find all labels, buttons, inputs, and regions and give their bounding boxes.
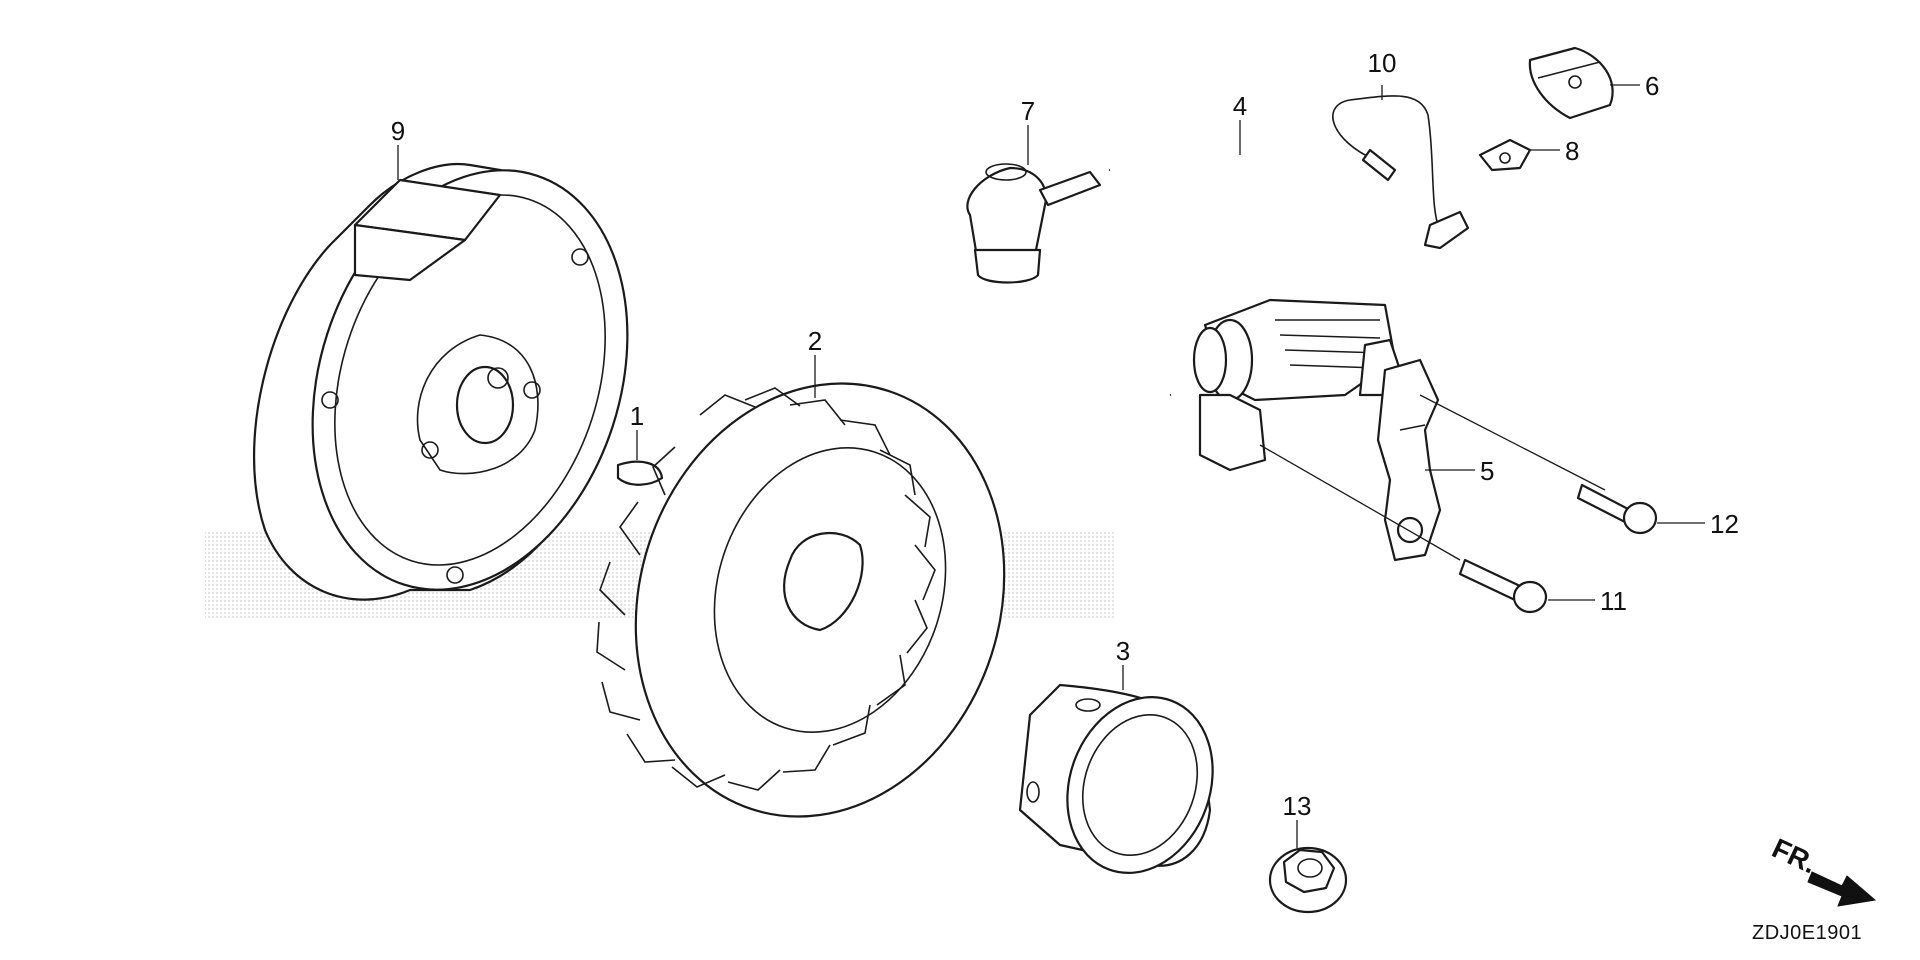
woodruff-key-part-1[interactable]: [616, 460, 664, 486]
wire-clip-part-8[interactable]: [1478, 138, 1532, 172]
callout-labels: 9 1 2 3 4 5 6 7 8 10 11 12 13: [391, 48, 1739, 821]
flywheel-part-9[interactable]: [253, 129, 679, 631]
callout-6: 6: [1645, 71, 1659, 101]
callout-9: 9: [391, 116, 405, 146]
callout-7: 7: [1021, 96, 1035, 126]
callout-5: 5: [1480, 456, 1494, 486]
front-direction-indicator: FR.: [1767, 832, 1877, 907]
flange-bolt-part-11[interactable]: [1458, 558, 1548, 614]
ignition-coil-part-4[interactable]: [1089, 142, 1402, 472]
callout-4: 4: [1233, 91, 1247, 121]
fan-cover-part-3[interactable]: [1018, 676, 1237, 893]
wire-boot-part-6[interactable]: [1528, 46, 1614, 120]
callout-3: 3: [1116, 636, 1130, 666]
flange-bolt-part-12[interactable]: [1576, 483, 1658, 535]
callout-11: 11: [1600, 586, 1627, 616]
callout-12: 12: [1710, 509, 1739, 539]
ground-wire-part-10[interactable]: [1332, 95, 1470, 250]
cooling-fan-part-2[interactable]: [581, 335, 1059, 865]
callout-10: 10: [1368, 48, 1397, 78]
callout-13: 13: [1283, 791, 1312, 821]
callout-2: 2: [808, 326, 822, 356]
leader-lines: [397, 84, 1705, 848]
front-arrow-icon: [1807, 871, 1877, 907]
bracket-part-5[interactable]: [1376, 358, 1442, 562]
spark-plug-cap-part-7[interactable]: [966, 163, 1102, 284]
flange-nut-part-13[interactable]: [1268, 846, 1348, 914]
callout-1: 1: [630, 401, 644, 431]
callout-8: 8: [1565, 136, 1579, 166]
diagram-code: ZDJ0E1901: [1752, 922, 1863, 944]
